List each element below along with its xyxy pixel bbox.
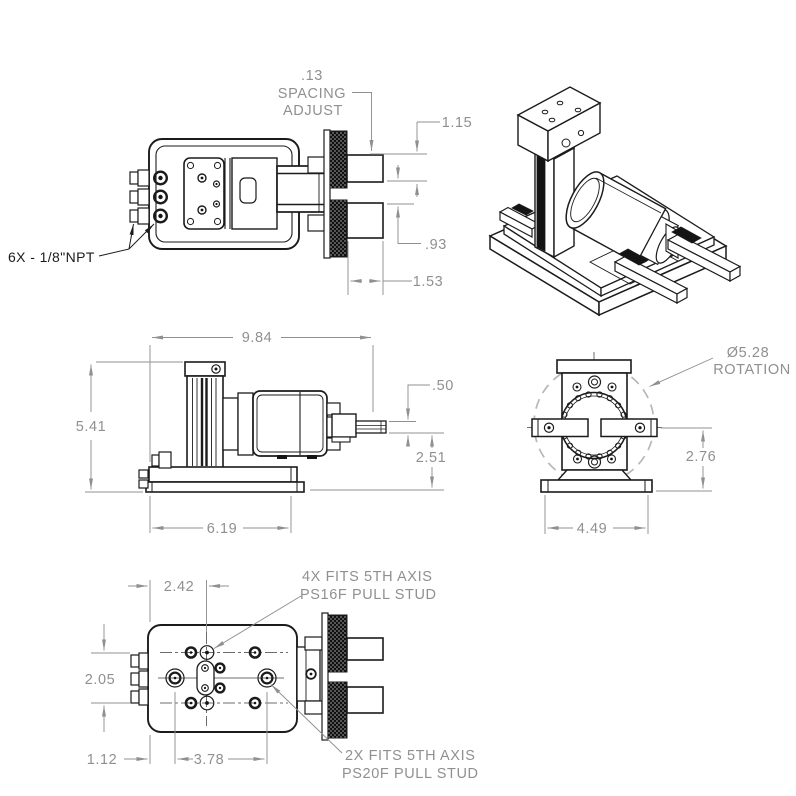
dim-1-12: 1.12 — [87, 752, 118, 768]
note-ps16f-line1: 4X FITS 5TH AXIS — [302, 569, 432, 585]
dim-2-76: 2.76 — [686, 449, 717, 465]
dim-1-53: 1.53 — [413, 274, 444, 290]
center-slot — [196, 660, 215, 696]
dim-1-15: 1.15 — [442, 115, 473, 131]
spacing-note-line1: .13 — [301, 68, 323, 84]
serrated-jaw-bottom-bottomview — [327, 681, 348, 739]
base-plate-side — [148, 466, 298, 483]
dim-2-05: 2.05 — [85, 672, 116, 688]
side-view: 9.84 5.41 .50 2.51 6.19 — [76, 330, 454, 537]
dim-0-50: .50 — [432, 378, 454, 394]
spacing-note-line2: SPACING — [278, 86, 346, 102]
rotation-view: Ø5.28 ROTATION 2.76 4.49 — [527, 345, 791, 537]
ps16f-pull-stud-holes — [199, 645, 215, 711]
fastener-holes — [184, 646, 262, 710]
note-ps20f-line2: PS20F PULL STUD — [342, 766, 479, 782]
serrated-jaw-bottom — [329, 199, 348, 258]
dim-4-49: 4.49 — [577, 521, 608, 537]
serrated-jaw-top-bottomview — [327, 614, 348, 673]
air-ports — [152, 170, 168, 224]
bottom-view: 2.42 2.05 1.12 3.78 4X FITS 5TH AXIS PS1… — [85, 569, 479, 782]
ps20f-pull-stud-holes — [165, 668, 277, 688]
spacing-note-line3: ADJUST — [283, 103, 343, 119]
dim-6-19: 6.19 — [207, 521, 238, 537]
isometric-view — [488, 86, 742, 317]
dim-5-41: 5.41 — [76, 419, 107, 435]
rotation-note-line2: ROTATION — [713, 362, 791, 378]
serrated-jaw-top — [329, 130, 348, 189]
note-ps20f-line1: 2X FITS 5TH AXIS — [345, 748, 475, 764]
motor-side — [252, 390, 328, 457]
front-view: .13 SPACING ADJUST 6X - 1/8"NPT 1.15 .93… — [8, 68, 472, 295]
dim-0-93: .93 — [425, 237, 447, 253]
npt-note: 6X - 1/8"NPT — [8, 249, 95, 265]
npt-fittings-bottom — [130, 652, 149, 706]
dim-3-78: 3.78 — [194, 752, 225, 768]
note-ps16f-line2: PS16F PULL STUD — [300, 587, 437, 603]
dim-2-42: 2.42 — [164, 579, 195, 595]
jaw-bar-side — [355, 420, 387, 434]
jaw-block-bottom — [346, 202, 384, 239]
jaw-block-top — [346, 154, 384, 183]
jaw-bar-right — [600, 418, 658, 438]
rotation-note-line1: Ø5.28 — [727, 345, 770, 361]
jaw-bar-left — [531, 418, 589, 438]
dim-9-84: 9.84 — [242, 330, 273, 346]
dim-2-51: 2.51 — [416, 450, 447, 466]
mounting-plate — [183, 157, 225, 230]
npt-fittings — [129, 169, 150, 225]
